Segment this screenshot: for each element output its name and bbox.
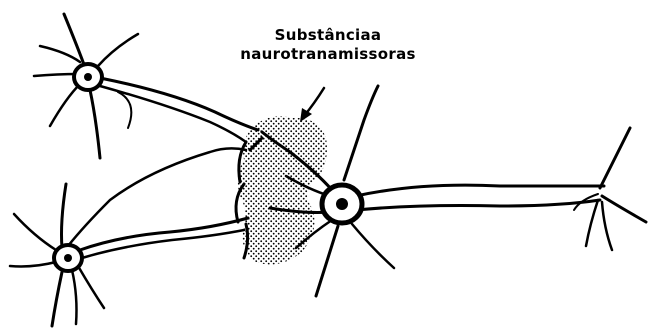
label-line-1: Substânciaa: [233, 26, 423, 45]
neurotransmitter-label: Substânciaa naurotranamissoras: [233, 26, 423, 64]
label-line-2: naurotranamissoras: [233, 45, 423, 64]
neuron-center: [262, 86, 604, 296]
neuron-top-left: [34, 14, 258, 158]
axon-ending-right: [574, 128, 646, 250]
label-arrow: [300, 88, 324, 122]
neuron-bottom-left: [10, 148, 248, 326]
